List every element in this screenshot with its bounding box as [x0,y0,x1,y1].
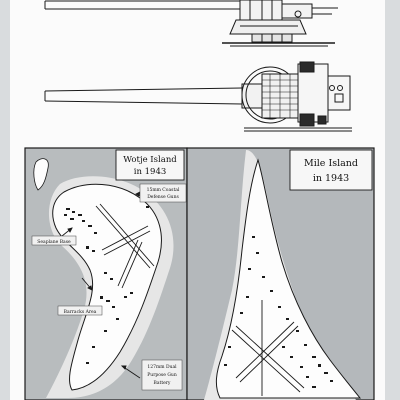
wotje-title-line1: Wotje Island [123,155,177,165]
coastal-guns-label-line2: Defense Guns [147,194,179,200]
gun-side-elevation-icon [44,0,338,47]
wotje-island-land [52,183,162,391]
wotje-islet [33,158,49,191]
barracks-label-box [57,305,103,316]
dual-purpose-label-line3: Battery [154,380,171,386]
wotje-island-map: Wotje Island in 1943 15mm Coastal Defens… [24,147,188,400]
wotje-title-line2: in 1943 [134,167,167,177]
dual-purpose-label-line1: 127mm Dual [147,364,177,370]
coastal-guns-label-box [139,183,187,203]
wotje-title-box [115,149,185,181]
mile-island-land [215,158,362,399]
seaplane-base-label-box [31,235,77,246]
dual-purpose-label-box [141,359,183,391]
barracks-label: Barracks Area [64,309,97,315]
mile-title-line2: in 1943 [313,173,349,184]
dual-purpose-label-line2: Purpose Gun [147,372,177,378]
coastal-guns-label-line1: 15mm Coastal [147,187,180,193]
gun-top-plan-icon [44,61,352,132]
mile-island-map: Mile Island in 1943 [186,147,375,400]
seaplane-base-label: Seaplane Base [37,239,71,245]
mile-building-marks [224,236,333,388]
mile-title-box [289,149,373,191]
mile-title-line1: Mile Island [304,158,358,169]
